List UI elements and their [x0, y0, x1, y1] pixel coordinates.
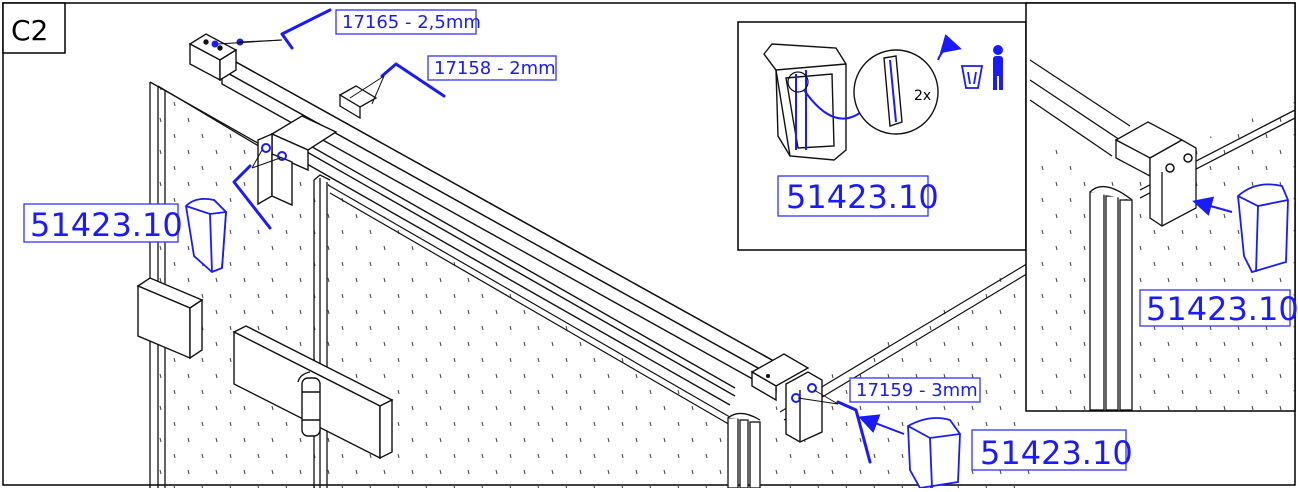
screw-hole-icon: [277, 151, 287, 161]
part-label-2: 51423.10: [786, 178, 939, 216]
arrow-icon: [1192, 196, 1233, 216]
step-label: C2: [11, 14, 48, 47]
person-icon: [993, 45, 1003, 90]
part-label-1: 51423.10: [30, 206, 183, 244]
part-label-box: [23, 203, 179, 243]
leader-line: [813, 389, 839, 405]
leader-line: [251, 157, 281, 169]
leader-line: [797, 397, 839, 405]
right-glass-panel: [770, 260, 1030, 488]
tool-label-box: [849, 377, 981, 403]
end-cap-icon: [185, 197, 227, 274]
part-label-4: 51423.10: [980, 434, 1133, 472]
tool-label-3: 17159 - 3mm: [856, 380, 978, 401]
allen-key-icon: [280, 8, 332, 50]
leader-line: [349, 75, 385, 99]
allen-key-icon: [380, 62, 446, 98]
screw-hole-icon: [261, 143, 271, 153]
leader-line: [239, 39, 283, 43]
door-handle: [136, 277, 204, 360]
part-label-box: [971, 429, 1127, 471]
detail-inset-cap: 2x 51423.10: [737, 21, 1027, 251]
detail-inset-corner: 51423.10: [1025, 2, 1298, 412]
screw-hole-icon: [766, 374, 770, 378]
back-panel-edge: [327, 184, 736, 427]
end-cap-icon: [907, 417, 961, 489]
arrow-icon: [858, 414, 905, 435]
bar-connector-center: [338, 85, 378, 120]
screw-hole-icon: [807, 383, 817, 393]
corner-profile: [727, 412, 761, 489]
leader-line: [251, 149, 263, 169]
tool-label-box: [427, 55, 557, 81]
wall-bracket-top-left: [188, 33, 238, 82]
tool-label-1: 17165 - 2,5mm: [342, 12, 481, 33]
multiplier-text: 2x: [914, 88, 931, 104]
end-cap-icon: [1237, 183, 1289, 274]
step-label-box: [2, 2, 66, 54]
back-glass-panel: [318, 178, 735, 488]
door-hinge: [232, 325, 394, 460]
allen-key-icon: [836, 400, 872, 464]
part-label-3: 51423.10: [1146, 290, 1298, 328]
screw-hole-icon: [211, 40, 219, 48]
stabilizer-bar: [220, 61, 792, 406]
tool-label-box: [335, 9, 477, 35]
glass-clamp-corner: [750, 353, 823, 443]
tool-label-2: 17158 - 2mm: [434, 58, 556, 79]
allen-key-icon: [232, 164, 272, 230]
glass-clamp-left: [257, 115, 338, 207]
leader-line: [371, 75, 385, 105]
recycle-bin-icon: [960, 65, 984, 89]
